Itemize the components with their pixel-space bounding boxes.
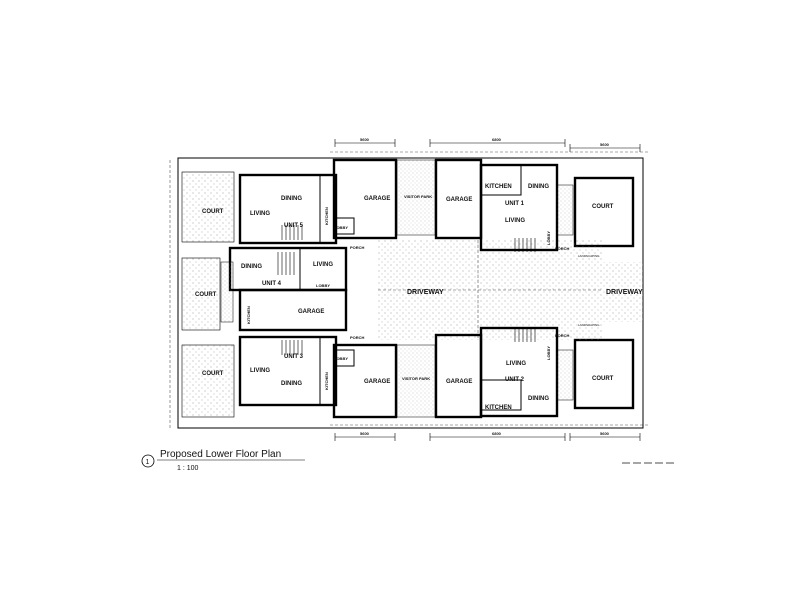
garage-unit-5 [332, 158, 398, 240]
court-label-unit-2: COURT [592, 376, 614, 382]
lobby-label-unit-2: LOBBY [546, 346, 551, 360]
court-unit-3 [181, 344, 235, 418]
garage-unit-2 [434, 333, 483, 419]
kitchen-label-unit-2: KITCHEN [485, 405, 512, 411]
porch-label-unit-3: PORCH [350, 335, 365, 340]
lobby-label-unit-4: LOBBY [316, 283, 330, 288]
dim-top-mid: 6800 [492, 137, 502, 142]
garage-unit-3 [332, 343, 398, 419]
unit-1-label: UNIT 1 [505, 201, 525, 207]
bottom-dimensions: 5600 6800 5600 [330, 424, 650, 441]
dim-bottom-right: 5600 [600, 431, 610, 436]
lobby-label-unit-1: LOBBY [546, 231, 551, 245]
unit-3-label: UNIT 3 [284, 354, 304, 360]
dining-label-unit-2: DINING [528, 396, 549, 402]
dim-bottom-mid: 6800 [492, 431, 502, 436]
garage-label-unit-5: GARAGE [364, 196, 390, 202]
unit-4-stairs [277, 252, 295, 275]
unit-2-label: UNIT 2 [505, 377, 525, 383]
dining-label-unit-1: DINING [528, 184, 549, 190]
visitor-park-top [396, 159, 436, 236]
porch-label-unit-5: PORCH [350, 245, 365, 250]
unit-3-outline [238, 335, 338, 407]
unit-5-label: UNIT 5 [284, 223, 304, 229]
visitor-park-label-top: VISITOR PARK [404, 194, 432, 199]
garage-label-unit-1: GARAGE [446, 197, 472, 203]
kitchen-label-unit-3: KITCHEN [324, 372, 329, 390]
drawing-title: Proposed Lower Floor Plan [160, 449, 281, 460]
driveway-entry [603, 262, 643, 322]
dim-bottom-left: 5600 [360, 431, 370, 436]
court-unit-5 [181, 171, 235, 243]
court-label-unit-5: COURT [202, 209, 224, 215]
court-unit-1 [573, 176, 635, 248]
court-unit-4 [181, 257, 221, 331]
dim-top-right: 5600 [600, 142, 610, 147]
court-label-unit-4: COURT [195, 292, 217, 298]
kitchen-label-unit-1: KITCHEN [485, 184, 512, 190]
top-dimensions: 5600 6800 5600 [330, 137, 650, 153]
living-label-unit-4: LIVING [313, 262, 333, 268]
unit-5-stairs [281, 225, 303, 240]
garage-label-unit-3: GARAGE [364, 379, 390, 385]
porch-label-unit-2: PORCH [555, 333, 570, 338]
court-label-unit-3: COURT [202, 371, 224, 377]
court-label-unit-1: COURT [592, 204, 614, 210]
dining-label-unit-4: DINING [241, 264, 262, 270]
unit-3-stairs [281, 340, 303, 355]
unit-4-label: UNIT 4 [262, 281, 282, 287]
living-label-unit-2: LIVING [506, 361, 526, 367]
garage-unit-4 [238, 288, 348, 332]
landscaping-label-unit-2: LANDSCAPING [578, 323, 600, 327]
garage-label-unit-2: GARAGE [446, 379, 472, 385]
visitor-park-label-bottom: VISITOR PARK [402, 376, 430, 381]
garage-label-unit-4: GARAGE [298, 309, 324, 315]
lobby-label-unit-3: LOBBY [334, 356, 348, 361]
unit-2-stairs [514, 328, 536, 342]
kitchen-label-unit-4: KITCHEN [246, 306, 251, 324]
court-unit-2 [573, 338, 635, 410]
unit-1-stairs [514, 238, 536, 252]
driveway-label-entry: DRIVEWAY [606, 289, 643, 296]
living-label-unit-5: LIVING [250, 211, 270, 217]
kitchen-label-unit-5: KITCHEN [324, 207, 329, 225]
dining-label-unit-3: DINING [281, 381, 302, 387]
driveway-label-main: DRIVEWAY [407, 289, 444, 296]
dining-label-unit-5: DINING [281, 196, 302, 202]
visitor-park-bottom [396, 344, 436, 418]
view-number: 1 [146, 459, 150, 466]
porch-label-unit-1: PORCH [555, 246, 570, 251]
drawing-scale: 1 : 100 [177, 465, 199, 472]
landscaping-label-unit-1: LANDSCAPING [578, 254, 600, 258]
title-block: 1 Proposed Lower Floor Plan 1 : 100 [141, 449, 305, 472]
lobby-label-unit-5: LOBBY [334, 225, 348, 230]
living-label-unit-3: LIVING [250, 368, 270, 374]
living-label-unit-1: LIVING [505, 218, 525, 224]
dim-top-left: 5600 [360, 137, 370, 142]
unit-5-outline [238, 173, 338, 245]
